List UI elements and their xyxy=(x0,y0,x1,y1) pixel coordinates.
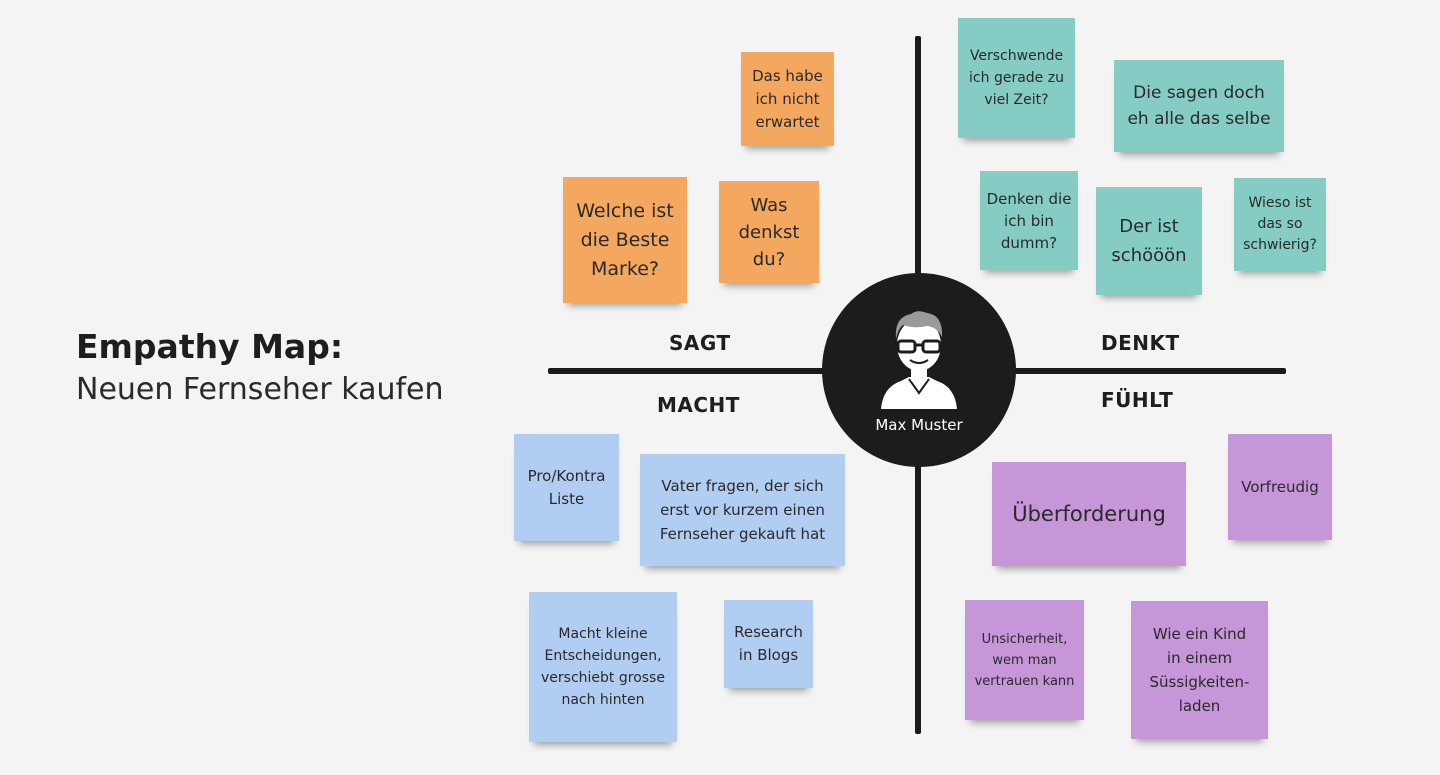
page-title: Empathy Map: xyxy=(76,327,344,366)
persona-circle: Max Muster xyxy=(822,273,1016,467)
sticky-note-fuehlt-1[interactable]: Überforderung xyxy=(992,462,1186,566)
persona-name: Max Muster xyxy=(875,416,963,434)
sticky-note-sagt-1[interactable]: Das habe ich nicht erwartet xyxy=(741,52,834,146)
sticky-note-denkt-3[interactable]: Denken die ich bin dumm? xyxy=(980,171,1078,270)
sticky-note-macht-4[interactable]: Research in Blogs xyxy=(724,600,813,688)
sticky-note-denkt-2[interactable]: Die sagen doch eh alle das selbe xyxy=(1114,60,1284,152)
quadrant-label-sagt: SAGT xyxy=(669,331,731,355)
page-subtitle: Neuen Fernseher kaufen xyxy=(76,372,444,407)
sticky-note-denkt-5[interactable]: Wieso ist das so schwierig? xyxy=(1234,178,1326,271)
sticky-note-macht-3[interactable]: Macht kleine Entscheidungen, verschiebt … xyxy=(529,592,677,742)
sticky-note-denkt-1[interactable]: Verschwende ich gerade zu viel Zeit? xyxy=(958,18,1075,138)
quadrant-label-denkt: DENKT xyxy=(1101,331,1180,355)
sticky-note-sagt-2[interactable]: Welche ist die Beste Marke? xyxy=(563,177,687,303)
sticky-note-sagt-3[interactable]: Was denkst du? xyxy=(719,181,819,283)
sticky-note-macht-1[interactable]: Pro/Kontra Liste xyxy=(514,434,619,541)
quadrant-label-fuehlt: FÜHLT xyxy=(1101,388,1174,412)
sticky-note-fuehlt-2[interactable]: Vorfreudig xyxy=(1228,434,1332,540)
map-title: Empathy Map: Neuen Fernseher kaufen xyxy=(76,326,444,412)
user-avatar-icon xyxy=(881,311,957,409)
sticky-note-denkt-4[interactable]: Der ist schööön xyxy=(1096,187,1202,295)
quadrant-label-macht: MACHT xyxy=(657,393,740,417)
sticky-note-fuehlt-4[interactable]: Wie ein Kind in einem Süssigkeiten-laden xyxy=(1131,601,1268,739)
sticky-note-fuehlt-3[interactable]: Unsicherheit, wem man vertrauen kann xyxy=(965,600,1084,720)
sticky-note-macht-2[interactable]: Vater fragen, der sich erst vor kurzem e… xyxy=(640,454,845,566)
